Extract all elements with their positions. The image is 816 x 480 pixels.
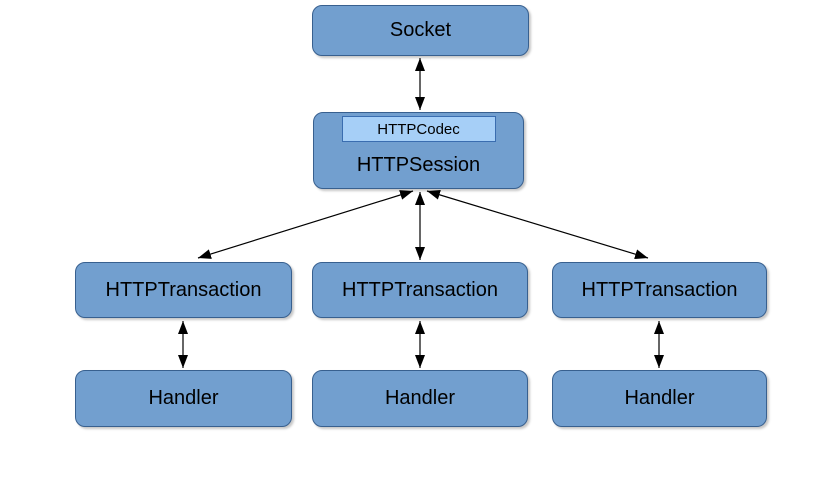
httptransaction-label: HTTPTransaction: [342, 278, 498, 301]
httptransaction-node-1: HTTPTransaction: [75, 262, 292, 318]
httpsession-node: HTTPCodec HTTPSession: [313, 112, 524, 189]
httpcodec-label: HTTPCodec: [377, 120, 460, 138]
handler-label: Handler: [624, 387, 695, 409]
arrow-session-transaction-left: [197, 190, 414, 259]
httpcodec-node: HTTPCodec: [341, 116, 496, 142]
arrow-session-transaction-right: [426, 189, 649, 260]
handler-label: Handler: [384, 387, 456, 409]
httptransaction-node-2: HTTPTransaction: [312, 262, 528, 318]
httptransaction-label: HTTPTransaction: [581, 278, 738, 301]
handler-label: Handler: [148, 387, 219, 409]
socket-label: Socket: [389, 19, 452, 41]
httptransaction-label: HTTPTransaction: [105, 278, 262, 301]
handler-node-2: Handler: [312, 370, 528, 427]
handler-node-3: Handler: [552, 370, 767, 427]
socket-node: Socket: [312, 5, 529, 56]
httptransaction-node-3: HTTPTransaction: [552, 262, 767, 318]
httpsession-label: HTTPSession: [356, 153, 481, 176]
handler-node-1: Handler: [75, 370, 292, 427]
